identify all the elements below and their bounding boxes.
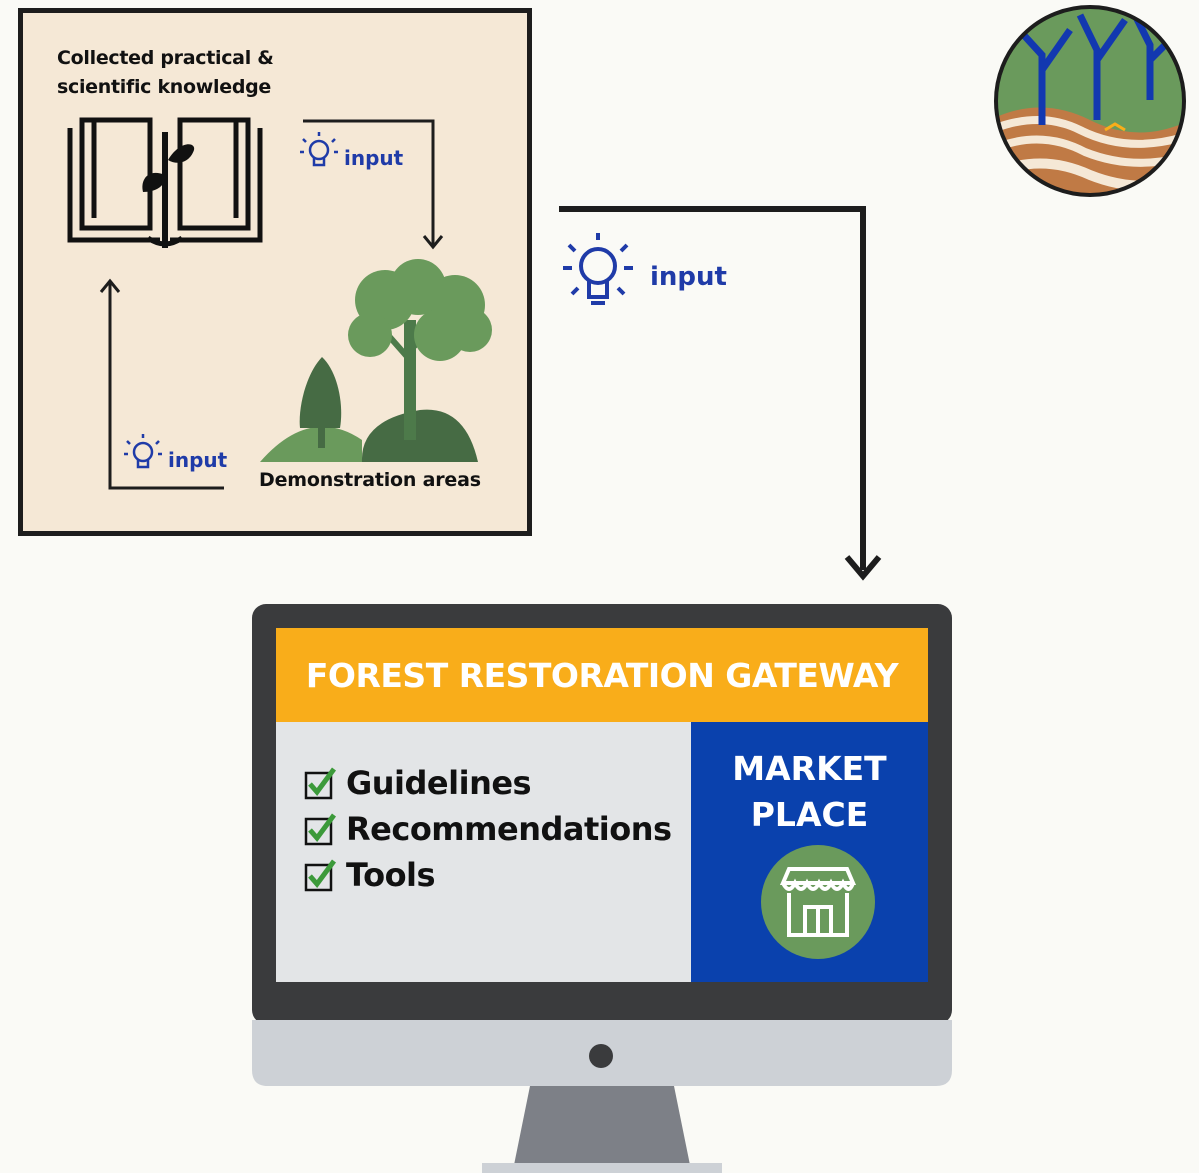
- lightbulb-icon: [300, 132, 338, 167]
- demonstration-trees-icon: [260, 259, 492, 462]
- checklist-label: Tools: [346, 856, 436, 894]
- arrow-to-demo: [303, 119, 444, 250]
- demonstration-areas-label: Demonstration areas: [259, 469, 481, 491]
- checkbox-checked-icon: [304, 767, 337, 800]
- marketplace-title-line2: PLACE: [750, 795, 869, 834]
- sprout-leaves: [142, 144, 195, 192]
- open-book-with-sprout-icon: [67, 117, 263, 248]
- lightbulb-icon: [124, 434, 162, 469]
- storefront-icon: [761, 845, 875, 959]
- checklist-label: Guidelines: [346, 764, 532, 802]
- knowledge-title: Collected practical & scientific knowled…: [57, 44, 317, 102]
- marketplace-title-line1: MARKET: [732, 749, 887, 788]
- forest-landscape-logo: [994, 5, 1186, 197]
- checklist-pane: [276, 722, 691, 982]
- checklist-item-recommendations: Recommendations: [304, 810, 672, 848]
- checkbox-checked-icon: [304, 859, 337, 892]
- input-label-gateway: input: [650, 262, 727, 292]
- arrow-back-to-book: [99, 278, 224, 490]
- gateway-title: FOREST RESTORATION GATEWAY: [276, 628, 928, 722]
- arrow-to-gateway: [559, 206, 882, 581]
- checkbox-checked-icon: [304, 813, 337, 846]
- checklist-item-guidelines: Guidelines: [304, 764, 532, 802]
- input-label-bottom: input: [168, 448, 228, 472]
- checklist-label: Recommendations: [346, 810, 672, 848]
- lightbulb-icon: [563, 233, 633, 305]
- knowledge-title-line2: scientific knowledge: [57, 76, 272, 98]
- input-label-top: input: [344, 146, 404, 170]
- checklist-item-tools: Tools: [304, 856, 436, 894]
- marketplace-title: MARKET PLACE: [691, 746, 928, 838]
- knowledge-title-line1: Collected practical &: [57, 47, 274, 69]
